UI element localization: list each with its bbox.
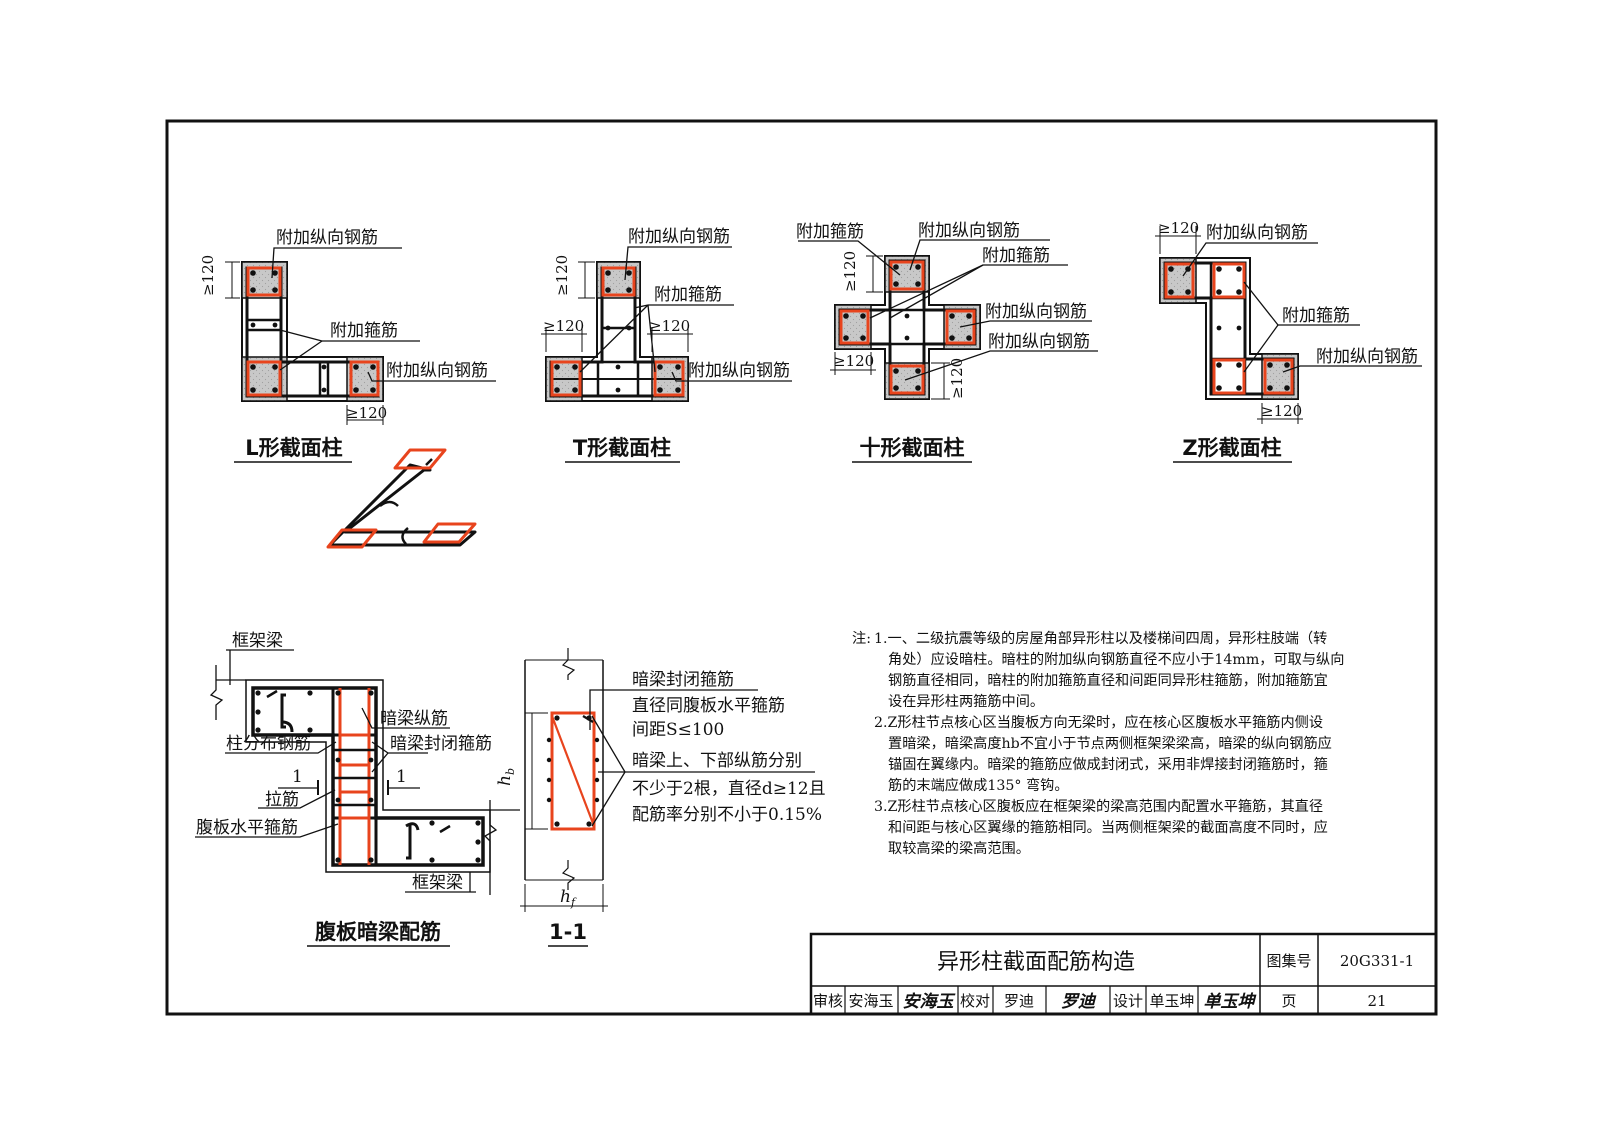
web-hidden-beam-long-label: 暗梁纵筋 (380, 709, 448, 729)
t-section-diagram (541, 246, 792, 402)
section-note-line-6: 配筋率分别不小于0.15% (632, 805, 822, 825)
web-section-mark-left: 1 (292, 767, 303, 787)
notes-block: 注: 1.一、二级抗震等级的房屋角部异形柱以及楼梯间四周，异形柱肢端（转 角处）… (852, 630, 1344, 857)
section-hf-dim-label: hf (560, 887, 577, 909)
note-line-3: 钢筋直径相同，暗柱的附加箍筋直径和间距同异形柱箍筋，附加箍筋宜 (888, 672, 1328, 689)
section-note-line-3: 间距S≤100 (632, 720, 724, 740)
cross-add-stirrup-label-top: 附加箍筋 (796, 222, 864, 242)
t-add-stirrup-label: 附加箍筋 (654, 285, 722, 305)
l-add-long-bar-label-2: 附加纵向钢筋 (386, 361, 488, 381)
web-section-mark-right: 1 (396, 767, 407, 787)
title-block-page-no: 21 (1367, 992, 1386, 1010)
title-block-atlas-no: 20G331-1 (1340, 952, 1414, 970)
cross-add-long-bar-label-2: 附加纵向钢筋 (985, 302, 1087, 322)
cross-add-stirrup-label: 附加箍筋 (982, 246, 1050, 266)
t-add-long-bar-label-2: 附加纵向钢筋 (688, 361, 790, 381)
section-note-line-4: 暗梁上、下部纵筋分别 (632, 751, 802, 771)
note-line-5: 2.Z形柱节点核心区当腹板方向无梁时，应在核心区腹板水平箍筋内侧设 (874, 714, 1323, 731)
title-block-design-label: 设计 (1113, 992, 1143, 1010)
title-block-title: 异形柱截面配筋构造 (937, 950, 1135, 975)
l-dim-120-vertical: ≥120 (199, 255, 217, 296)
title-block-check-label: 校对 (960, 992, 990, 1010)
title-block (809, 932, 1438, 1016)
l-section-diagram (225, 247, 496, 425)
section-hb-dim-label: hb (495, 768, 517, 786)
cross-add-long-bar-label: 附加纵向钢筋 (918, 221, 1020, 241)
section-1-1-diagram (520, 648, 815, 912)
web-column-dist-bar-label: 柱分布钢筋 (226, 734, 311, 754)
caption-section-1-1: 1-1 (549, 920, 587, 944)
web-hidden-beam-diagram (195, 649, 520, 895)
l-add-long-bar-label: 附加纵向钢筋 (276, 228, 378, 248)
note-line-1: 1.一、二级抗震等级的房屋角部异形柱以及楼梯间四周，异形柱肢端（转 (874, 630, 1327, 647)
caption-l-column: L形截面柱 (245, 436, 342, 460)
t-dim-120-left: ≥120 (543, 317, 584, 335)
web-frame-beam-label-top: 框架梁 (232, 631, 283, 651)
title-block-atlas-label: 图集号 (1266, 952, 1311, 970)
caption-z-column: Z形截面柱 (1182, 436, 1281, 460)
note-line-2: 角处）应设暗柱。暗柱的附加纵向钢筋直径不应小于14mm，可取与纵向 (888, 651, 1344, 668)
note-line-4: 设在异形柱两箍筋中间。 (888, 693, 1044, 710)
title-block-check-signature: 罗迪 (1061, 992, 1097, 1012)
title-block-design-name: 单玉坤 (1149, 992, 1194, 1010)
z-dim-120-bottom: ≥120 (1261, 402, 1302, 420)
z-add-long-bar-label: 附加纵向钢筋 (1206, 223, 1308, 243)
note-line-11: 取较高梁的梁高范围。 (888, 840, 1030, 857)
cross-dim-120-vertical-bottom: ≥120 (948, 358, 966, 399)
cross-dim-120-horizontal: ≥120 (833, 352, 874, 370)
title-block-check-name: 罗迪 (1004, 992, 1034, 1010)
t-dim-120-right: ≥120 (649, 317, 690, 335)
web-tie-bar-label: 拉筋 (265, 790, 299, 810)
cross-add-long-bar-label-3: 附加纵向钢筋 (988, 332, 1090, 352)
z-add-long-bar-label-2: 附加纵向钢筋 (1316, 347, 1418, 367)
caption-cross-column: 十形截面柱 (860, 436, 965, 460)
l-dim-120-horizontal: ≥120 (346, 404, 387, 422)
section-note-line-1: 暗梁封闭箍筋 (632, 670, 734, 690)
note-line-8: 筋的末端应做成135° 弯钩。 (888, 777, 1069, 794)
t-dim-120-vertical: ≥120 (553, 255, 571, 296)
sheet-frame (165, 119, 1438, 1016)
section-note-line-5: 不少于2根，直径d≥12且 (632, 779, 826, 799)
note-line-7: 锚固在翼缘内。暗梁的箍筋应做成封闭式，采用非焊接封闭箍筋时，箍 (888, 756, 1328, 773)
title-block-page-label: 页 (1281, 992, 1296, 1010)
l-stirrup-isometric-sketch (326, 448, 477, 549)
note-line-6: 置暗梁，暗梁高度hb不宜小于节点两侧框架梁梁高，暗梁的纵向钢筋应 (888, 735, 1332, 752)
title-block-design-signature: 单玉坤 (1204, 992, 1257, 1012)
caption-t-column: T形截面柱 (573, 436, 671, 460)
note-line-9: 3.Z形柱节点核心区腹板应在框架梁的梁高范围内配置水平箍筋，其直径 (874, 798, 1323, 815)
web-frame-beam-label-bottom: 框架梁 (412, 873, 463, 893)
caption-web-hidden-beam: 腹板暗梁配筋 (315, 920, 441, 944)
notes-prefix: 注: (852, 631, 871, 647)
l-add-stirrup-label: 附加箍筋 (330, 321, 398, 341)
web-horizontal-stirrup-label: 腹板水平箍筋 (196, 818, 298, 838)
title-block-review-label: 审核 (813, 992, 843, 1010)
note-line-10: 和间距与核心区翼缘的箍筋相同。当两侧框架梁的截面高度不同时，应 (888, 819, 1328, 836)
title-block-review-signature: 安海玉 (903, 992, 957, 1012)
t-add-long-bar-label: 附加纵向钢筋 (628, 227, 730, 247)
section-note-line-2: 直径同腹板水平箍筋 (632, 696, 785, 716)
z-dim-120-top: ≥120 (1158, 219, 1199, 237)
z-add-stirrup-label: 附加箍筋 (1282, 306, 1350, 326)
cross-dim-120-vertical-top: ≥120 (841, 251, 859, 292)
cross-section-diagram (798, 239, 1098, 400)
z-section-diagram (1155, 226, 1422, 424)
web-hidden-beam-closed-stirrup-label: 暗梁封闭箍筋 (390, 734, 492, 754)
title-block-review-name: 安海玉 (848, 992, 893, 1010)
